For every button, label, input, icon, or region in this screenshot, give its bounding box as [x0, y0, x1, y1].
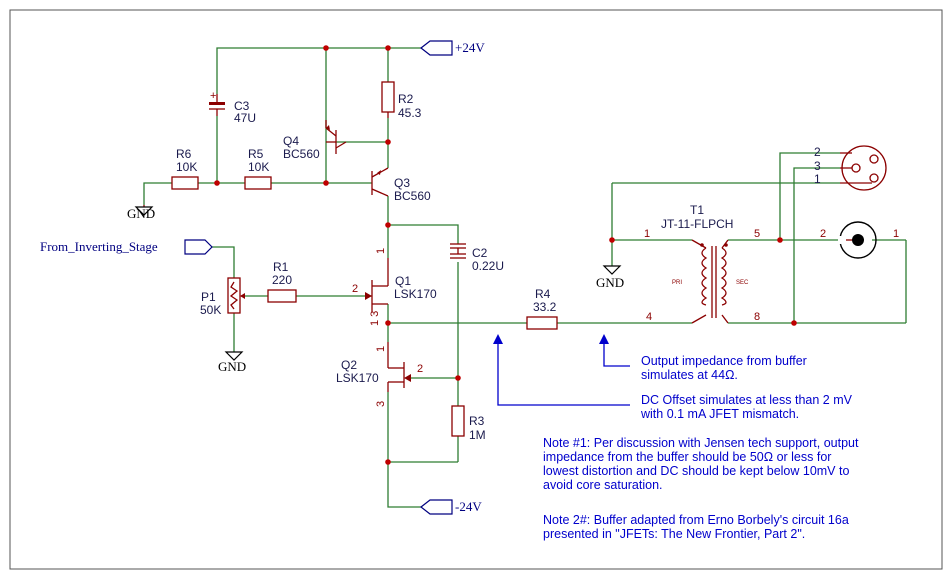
p1-value: 50K — [200, 303, 221, 317]
q2-pin-d: 3 — [375, 401, 387, 407]
t1-pin-5: 5 — [754, 228, 760, 240]
vpos-label: +24V — [455, 40, 485, 55]
q1-pin-s: 1 3 — [369, 311, 381, 326]
gnd-label-2: GND — [218, 359, 246, 374]
q1-pin-g: 2 — [352, 283, 358, 295]
vneg-flag: -24V — [420, 499, 482, 515]
bnc-connector: 2 1 — [820, 221, 899, 259]
t1-pri-label: PRI — [672, 280, 682, 286]
note2-line2: presented in "JFETs: The New Frontier, P… — [543, 527, 805, 541]
annotations: Output impedance from buffer simulates a… — [543, 354, 859, 541]
r6-value: 10K — [176, 160, 197, 174]
r3-ref: R3 — [469, 414, 485, 428]
wires — [143, 47, 907, 508]
q4-ref: Q4 — [283, 134, 299, 148]
q3-ref: Q3 — [394, 176, 410, 190]
r6-ref: R6 — [176, 147, 192, 161]
ground-t1: GND — [596, 265, 624, 290]
r3-value: 1M — [469, 428, 486, 442]
q1-pin-d: 1 — [375, 248, 387, 254]
jfet-q1: 1 2 1 3 Q1 LSK170 — [352, 248, 437, 326]
offset-note-line2: with 0.1 mA JFET mismatch. — [640, 407, 799, 421]
ground-p1: GND — [218, 351, 246, 374]
q4-value: BC560 — [283, 147, 320, 161]
t1-pin-1: 1 — [644, 228, 650, 240]
xlr-connector: 2 3 1 — [814, 145, 887, 191]
c3-ref: C3 — [234, 99, 250, 113]
r1-value: 220 — [272, 273, 292, 287]
gnd-label-3: GND — [596, 275, 624, 290]
q2-pin-g: 2 — [417, 363, 423, 375]
vneg-label: -24V — [455, 499, 482, 514]
t1-pin-4: 4 — [646, 311, 652, 323]
t1-pin-8: 8 — [754, 311, 760, 323]
r4-ref: R4 — [535, 287, 551, 301]
c2-value: 0.22U — [472, 259, 504, 273]
q3-value: BC560 — [394, 189, 431, 203]
r5-value: 10K — [248, 160, 269, 174]
transistor-q4: Q4 BC560 — [283, 120, 347, 161]
r4-value: 33.2 — [533, 300, 557, 314]
r1-ref: R1 — [273, 260, 289, 274]
junctions — [214, 45, 797, 465]
resistor-r4: R4 33.2 — [526, 287, 558, 330]
note1-line2: impedance from the buffer should be 50Ω … — [543, 450, 831, 464]
input-flag: From_Inverting_Stage — [40, 239, 213, 255]
capacitor-c3: + C3 47U — [209, 90, 256, 125]
annotation-arrows — [493, 334, 630, 406]
resistor-r2: R2 45.3 — [381, 81, 422, 120]
transformer-t1: PRI SEC 1 4 5 8 T1 JT-11-FLPCH — [644, 203, 760, 324]
impedance-note-line2: simulates at 44Ω. — [641, 368, 738, 382]
potentiometer-p1: P1 50K — [200, 277, 245, 317]
q1-ref: Q1 — [395, 274, 411, 288]
r5-ref: R5 — [248, 147, 264, 161]
jfet-q2: 1 2 3 Q2 LSK170 — [336, 342, 423, 407]
p1-ref: P1 — [201, 290, 216, 304]
resistor-r3: R3 1M — [451, 405, 486, 442]
xlr-pin-3: 3 — [814, 159, 821, 173]
svg-text:+: + — [210, 90, 216, 102]
bnc-pin-1: 1 — [893, 228, 899, 240]
r2-value: 45.3 — [398, 106, 422, 120]
resistor-r5: R5 10K — [244, 147, 272, 190]
bnc-pin-2: 2 — [820, 228, 826, 240]
t1-sec-label: SEC — [736, 280, 749, 286]
impedance-note-line1: Output impedance from buffer — [641, 354, 807, 368]
input-label: From_Inverting_Stage — [40, 239, 158, 254]
xlr-pin-2: 2 — [814, 145, 821, 159]
note1-line1: Note #1: Per discussion with Jensen tech… — [543, 436, 859, 450]
offset-note-line1: DC Offset simulates at less than 2 mV — [641, 393, 853, 407]
xlr-pin-1: 1 — [814, 172, 821, 186]
note2-line1: Note 2#: Buffer adapted from Erno Borbel… — [543, 513, 849, 527]
q2-value: LSK170 — [336, 371, 379, 385]
c3-value: 47U — [234, 111, 256, 125]
t1-ref: T1 — [690, 203, 704, 217]
resistor-r6: R6 10K — [171, 147, 199, 190]
vpos-flag: +24V — [420, 40, 485, 56]
resistor-r1: R1 220 — [267, 260, 297, 303]
c2-ref: C2 — [472, 246, 488, 260]
q1-value: LSK170 — [394, 287, 437, 301]
q2-ref: Q2 — [341, 358, 357, 372]
capacitor-c2: C2 0.22U — [450, 243, 504, 273]
note1-line4: avoid core saturation. — [543, 478, 663, 492]
note1-line3: lowest distortion and DC should be kept … — [543, 464, 849, 478]
sheet-border — [9, 9, 943, 570]
gnd-label-1: GND — [127, 206, 155, 221]
transistor-q3: Q3 BC560 — [371, 167, 431, 203]
t1-value: JT-11-FLPCH — [661, 217, 733, 231]
q2-pin-s: 1 — [375, 346, 387, 352]
r2-ref: R2 — [398, 92, 414, 106]
ground-r6: GND — [127, 205, 155, 221]
